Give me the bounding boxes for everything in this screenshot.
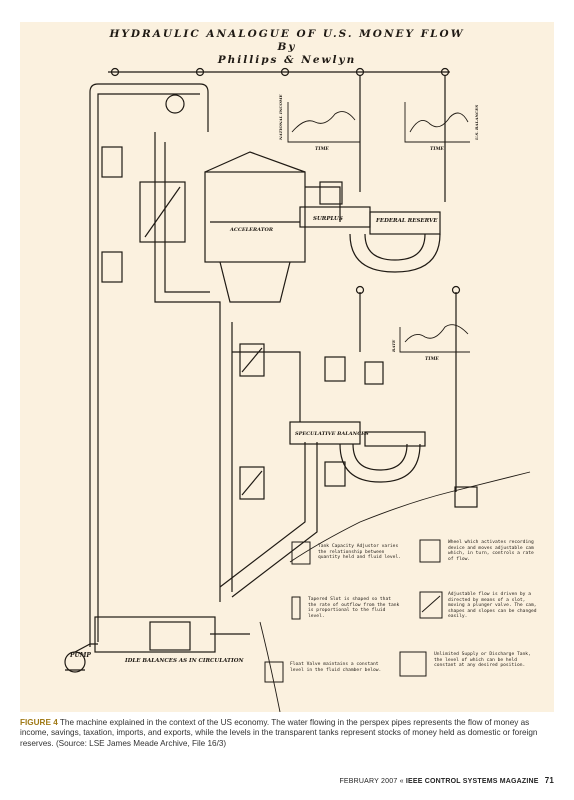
legend-float: Float Valve maintains a constant level i… (290, 662, 382, 673)
caption-label: FIGURE 4 (20, 718, 58, 727)
label-surplus: SURPLUS (313, 216, 343, 222)
label-graph-income: NATIONAL INCOME (278, 94, 283, 141)
label-graph-time-2: TIME (430, 146, 444, 152)
legend-unlimited: Unlimited Supply or Discharge Tank, the … (434, 652, 531, 669)
label-accelerator: ACCELERATOR (229, 227, 273, 233)
label-pump: PUMP (69, 652, 91, 659)
legend-slot: Tapered Slot is shaped so that the rate … (308, 597, 400, 619)
caption-text: The machine explained in the context of … (20, 718, 538, 748)
label-federal-reserve: FEDERAL RESERVE (375, 218, 438, 224)
footer-chevrons: « (399, 778, 404, 785)
label-speculative-balances: SPECULATIVE BALANCES (295, 431, 369, 437)
figure-title-line1: HYDRAULIC ANALOGUE OF U.S. MONEY FLOW (109, 28, 465, 40)
figure-caption: FIGURE 4 The machine explained in the co… (20, 718, 556, 749)
footer-date: FEBRUARY 2007 (339, 778, 398, 785)
legend-plunger: Adjustable flow is driven by a directed … (448, 592, 537, 620)
machine-figure: HYDRAULIC ANALOGUE OF U.S. MONEY FLOW By… (20, 22, 554, 712)
label-graph-rate: RATE (391, 339, 396, 353)
recorder-graphs (287, 102, 470, 353)
footer-page-number: 71 (544, 776, 554, 785)
pipe-network (64, 67, 531, 712)
legend-icons (264, 539, 443, 683)
label-graph-balances: U.S. BALANCES (474, 105, 479, 140)
legend-wheel: Wheel which activates recording device a… (448, 540, 534, 562)
legend-tank: Tank Capacity Adjustor varies the relati… (318, 544, 401, 561)
label-circulation: IDLE BALANCES AS IN CIRCULATION (124, 658, 245, 664)
page-footer: FEBRUARY 2007 « IEEE CONTROL SYSTEMS MAG… (339, 776, 554, 785)
label-graph-time-3: TIME (425, 356, 439, 362)
label-graph-time-1: TIME (315, 146, 329, 152)
figure-title-line2: By (277, 41, 297, 53)
machine-drawing: PUMP IDLE BALANCES AS IN CIRCULATION SUR… (64, 67, 531, 712)
figure-title: HYDRAULIC ANALOGUE OF U.S. MONEY FLOW By… (20, 28, 554, 67)
figure-title-line3: Phillips & Newlyn (217, 54, 357, 66)
footer-magazine: IEEE CONTROL SYSTEMS MAGAZINE (405, 778, 539, 785)
